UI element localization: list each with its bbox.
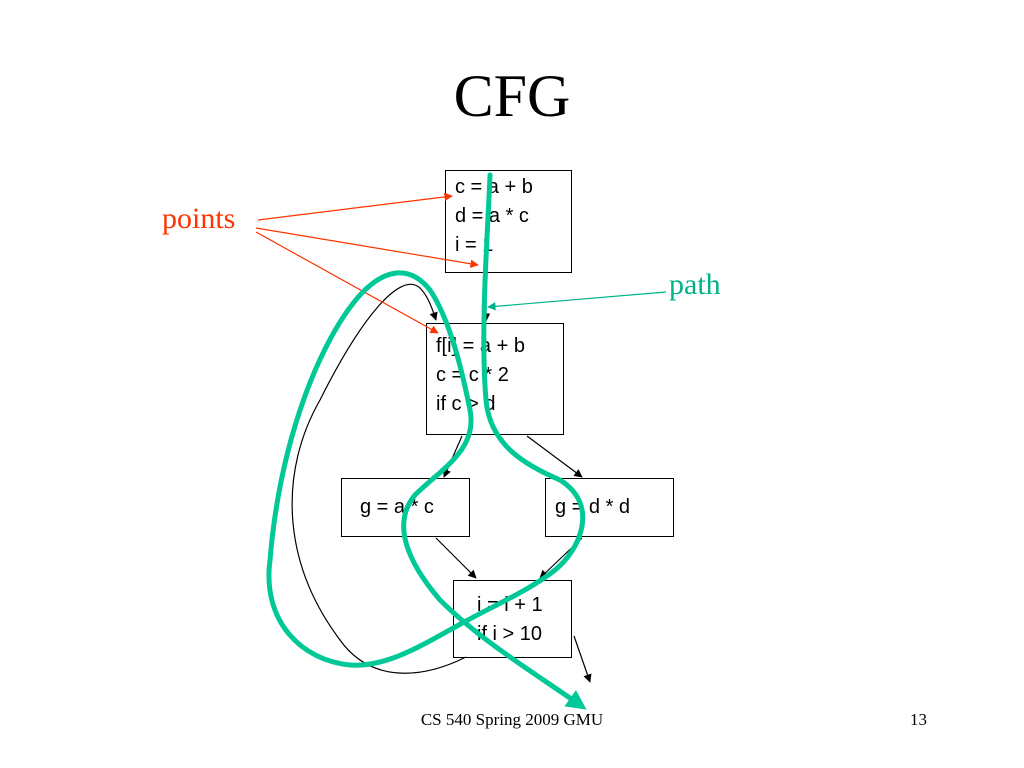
code-line: c = c * 2 [436, 364, 509, 386]
points-arrow-2 [255, 227, 479, 268]
slide-footer: CS 540 Spring 2009 GMU [420, 710, 604, 729]
points-label: points [162, 202, 236, 235]
code-line: g = d * d [555, 496, 631, 518]
edge-exit [573, 635, 592, 683]
path-label: path [669, 268, 721, 301]
page-number: 13 [910, 710, 927, 729]
block-loop-header: f[i] = a + b c = c * 2 if c > d [426, 323, 564, 435]
edge-b2-b4 [526, 435, 583, 478]
points-arrow-3 [255, 231, 439, 334]
points-arrow-1 [257, 192, 453, 221]
edge-back-loop [291, 283, 467, 674]
path-pointer-arrow [487, 291, 667, 311]
code-line: d = a * c [455, 205, 529, 227]
execution-path-curve [266, 172, 587, 710]
block-entry: c = a + b d = a * c i = 1 [445, 170, 572, 273]
code-line: if c > d [436, 393, 496, 415]
slide-title: CFG [453, 63, 571, 129]
code-line: g = a * c [360, 496, 434, 518]
edge-b3-b5 [435, 537, 477, 579]
code-line: c = a + b [455, 176, 533, 198]
